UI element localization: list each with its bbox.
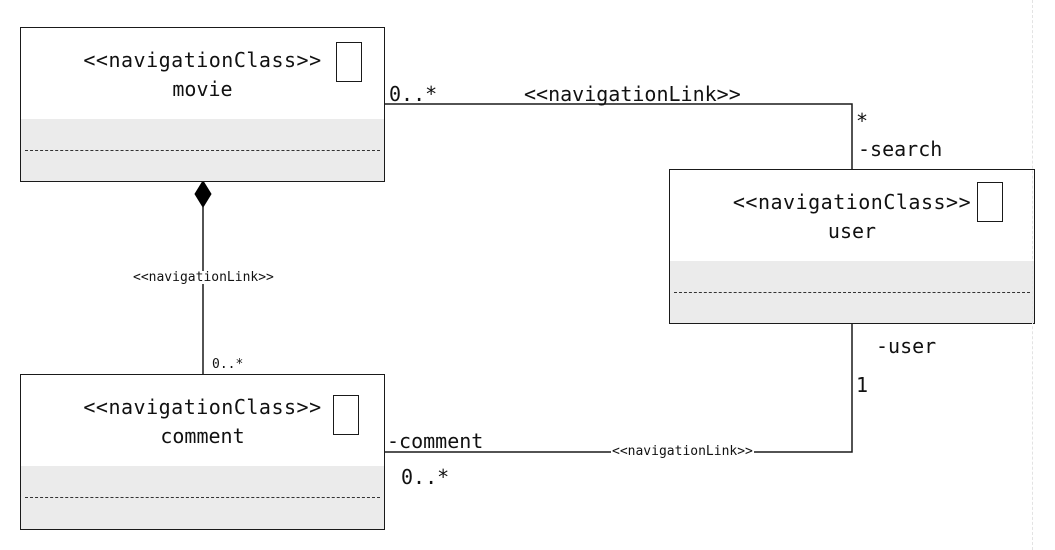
class-comment-body	[21, 466, 384, 529]
class-comment-name: comment	[160, 424, 245, 448]
movie-user-user-role: -search	[858, 137, 943, 161]
user-comment-comment-role: -comment	[387, 429, 484, 453]
movie-user-user-multiplicity: *	[856, 109, 869, 133]
canvas-right-border	[1032, 0, 1033, 550]
class-movie-body	[21, 119, 384, 181]
class-comment-page-icon	[333, 395, 359, 435]
class-comment-stereotype: <<navigationClass>>	[83, 395, 322, 419]
association-line-movie-user[interactable]	[384, 103, 853, 169]
user-comment-user-multiplicity: 1	[856, 373, 869, 397]
movie-comment-comment-multiplicity: 0..*	[212, 357, 244, 372]
movie-user-movie-multiplicity: 0..*	[389, 82, 438, 106]
class-movie-page-icon	[336, 42, 362, 82]
movie-user-link-label: <<navigationLink>>	[524, 82, 741, 106]
class-comment[interactable]: <<navigationClass>> comment	[20, 374, 385, 530]
movie-comment-link-label: <<navigationLink>>	[132, 270, 275, 285]
class-comment-divider	[25, 497, 380, 498]
composition-diamond-icon	[194, 180, 212, 208]
class-comment-header: <<navigationClass>> comment	[21, 375, 384, 467]
class-user-stereotype: <<navigationClass>>	[732, 190, 972, 214]
class-user-divider	[674, 292, 1030, 293]
class-movie-name: movie	[172, 77, 233, 101]
class-movie[interactable]: <<navigationClass>> movie	[20, 27, 385, 182]
association-line-user-comment[interactable]	[384, 323, 853, 453]
class-user-body	[670, 261, 1034, 323]
class-movie-stereotype: <<navigationClass>>	[83, 48, 322, 72]
class-movie-divider	[25, 150, 380, 151]
class-user-name: user	[827, 219, 877, 243]
user-comment-user-role: -user	[876, 334, 937, 358]
class-user-header: <<navigationClass>> user	[670, 170, 1034, 262]
class-user-page-icon	[977, 182, 1003, 222]
user-comment-link-label: <<navigationLink>>	[611, 444, 754, 459]
user-comment-comment-multiplicity: 0..*	[401, 465, 450, 489]
class-user[interactable]: <<navigationClass>> user	[669, 169, 1035, 324]
class-movie-header: <<navigationClass>> movie	[21, 28, 384, 120]
